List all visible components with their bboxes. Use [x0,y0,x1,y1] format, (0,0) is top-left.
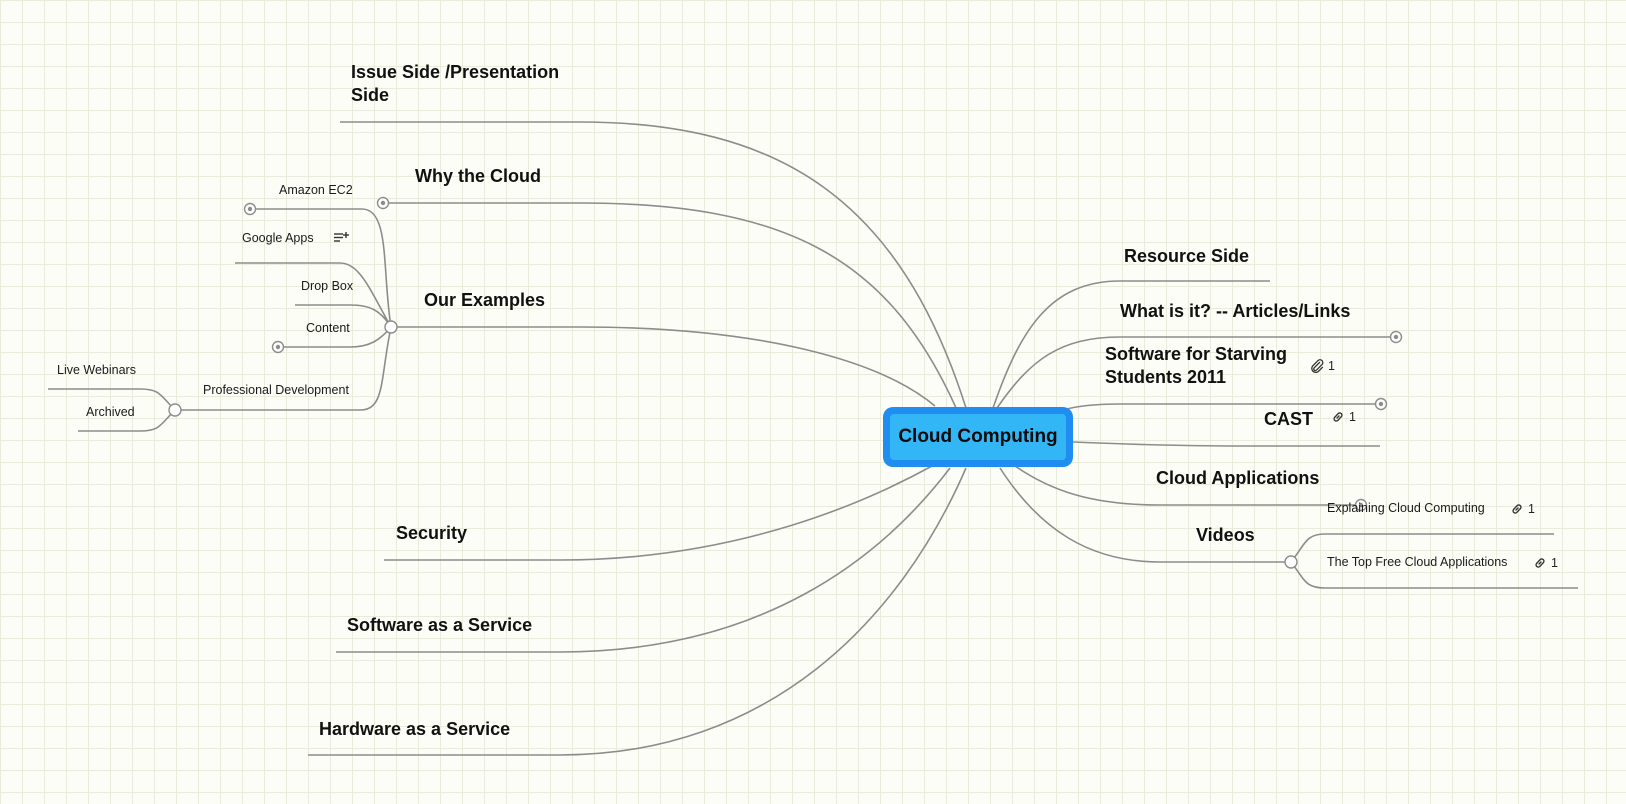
central-topic[interactable]: Cloud Computing [883,407,1073,467]
topic-what-is-it[interactable]: What is it? -- Articles/Links [1120,301,1351,321]
connector-haas [308,467,967,756]
link-count: 1 [1528,502,1535,516]
connector-our-examples [391,326,936,407]
paperclip-icon [1311,359,1324,373]
expand-toggle-icon[interactable] [1284,555,1298,569]
subtopic-professional-development[interactable]: Professional Development [203,383,349,397]
collapse-dot-icon[interactable] [1389,330,1403,344]
topic-software-starving-students[interactable]: Software for Starving Students 2011 [1105,344,1288,387]
connector-why-cloud [383,202,958,411]
collapse-dot-icon[interactable] [1374,397,1388,411]
subtopic-content[interactable]: Content [306,321,350,335]
connector-cloud-apps [1014,465,1361,506]
connector-security [384,465,933,561]
connector-amazon [255,208,392,328]
link-badge[interactable]: 1 [1510,502,1535,516]
topic-haas[interactable]: Hardware as a Service [319,719,511,739]
connector-videos [999,467,1291,563]
connector-saas [336,467,951,653]
topic-issue-side[interactable]: Issue Side /Presentation Side [351,62,560,105]
topic-resource-side[interactable]: Resource Side [1124,246,1250,266]
connector-google [235,262,392,328]
topic-videos[interactable]: Videos [1196,525,1255,545]
collapse-dot-icon[interactable] [271,340,285,354]
link-count: 1 [1349,410,1356,424]
link-count: 1 [1551,556,1558,570]
collapse-dot-icon[interactable] [243,202,257,216]
topic-our-examples[interactable]: Our Examples [424,290,546,310]
subtopic-archived[interactable]: Archived [86,405,135,419]
topic-saas[interactable]: Software as a Service [347,615,533,635]
subtopic-explaining-cloud-computing[interactable]: Explaining Cloud Computing [1327,501,1485,515]
note-icon[interactable] [333,231,349,245]
topic-cloud-applications[interactable]: Cloud Applications [1156,468,1320,488]
subtopic-amazon-ec2[interactable]: Amazon EC2 [279,183,353,197]
topic-security[interactable]: Security [396,523,468,543]
connector-issue-side [340,121,967,409]
link-icon [1333,412,1343,422]
connector-cast [1072,441,1380,447]
expand-toggle-icon[interactable] [384,320,398,334]
subtopic-live-webinars[interactable]: Live Webinars [57,363,136,377]
attachment-badge[interactable]: 1 [1310,359,1335,373]
central-topic-label: Cloud Computing [890,414,1066,460]
collapse-dot-icon[interactable] [376,196,390,210]
topic-cast[interactable]: CAST [1264,409,1313,429]
link-badge[interactable]: 1 [1533,556,1558,570]
link-icon [1512,504,1522,514]
link-badge[interactable]: 1 [1331,410,1356,424]
collapse-dot-icon[interactable] [1354,498,1368,512]
topic-why-cloud[interactable]: Why the Cloud [415,166,541,186]
connector-resource-side [992,280,1270,409]
subtopic-drop-box[interactable]: Drop Box [301,279,354,293]
connector-what-is-it [996,336,1396,409]
subtopic-google-apps[interactable]: Google Apps [242,231,314,245]
link-icon [1535,558,1545,568]
expand-toggle-icon[interactable] [168,403,182,417]
connector-prodev [175,326,392,411]
subtopic-top-free-cloud-applications[interactable]: The Top Free Cloud Applications [1327,555,1508,569]
attachment-count: 1 [1328,359,1335,373]
